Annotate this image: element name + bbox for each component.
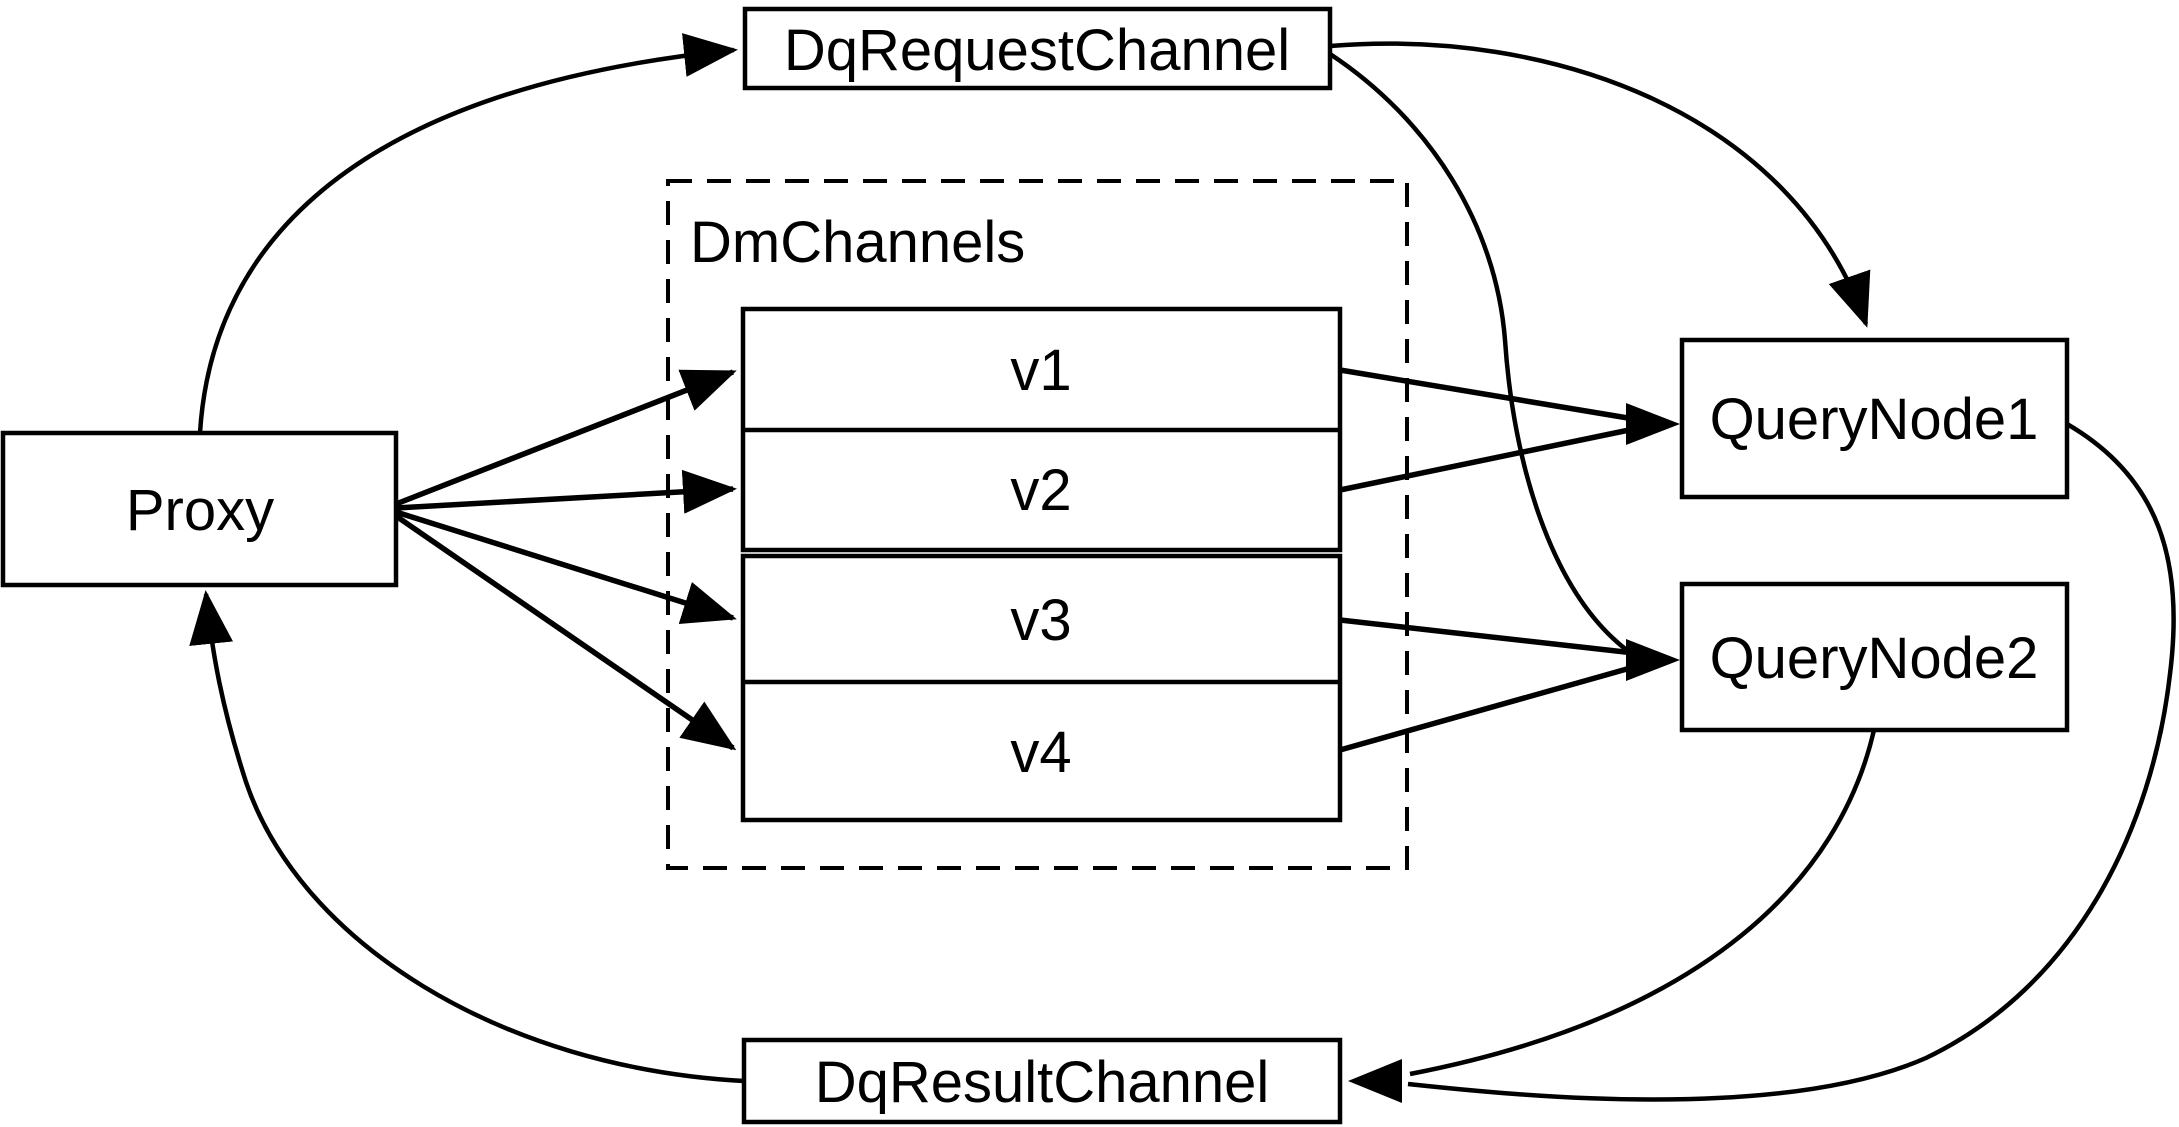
edge-v2-to-query-node1 [1339,426,1635,493]
group-dm-channels: DmChannels [666,179,1409,870]
channel-v2-label: v2 [1010,458,1071,523]
query-node2-label: QueryNode2 [1710,626,2039,691]
node-query-node2: QueryNode2 [1679,581,2070,733]
edge-query-node2-to-dq-result-channel [1409,729,1877,1077]
dq-result-channel-label: DqResultChannel [815,1050,1270,1115]
edge-v3-to-query-node2 [1339,617,1635,656]
query-node1-label: QueryNode1 [1710,387,2039,452]
arrowhead-dq-result-channel [1348,1059,1402,1103]
channel-v4-label: v4 [1010,720,1071,785]
channel-v1-label: v1 [1010,338,1071,403]
edge-query-node1-to-dq-result-channel [1407,422,2176,1102]
arrowhead-query-node1 [1626,403,1680,445]
dm-channels-dashed-box [666,179,1409,870]
dq-result-channel-box [741,1037,1343,1125]
node-channel-group-a: v1 v2 [740,306,1343,553]
edge-v4-to-query-node2 [1339,664,1635,753]
node-query-node1: QueryNode1 [1679,337,2070,500]
edge-proxy-to-v4 [394,513,737,751]
node-proxy: Proxy [0,430,399,588]
channel-v3-label: v3 [1010,588,1071,653]
proxy-label: Proxy [126,478,274,543]
node-dq-request-channel: DqRequestChannel [742,6,1333,91]
edge-v1-to-query-node1 [1339,367,1635,422]
query-node2-box [1679,581,2070,733]
edge-proxy-to-dq-request-channel [197,33,738,434]
dm-channels-label: DmChannels [690,210,1025,275]
channel-box-v3-v4 [740,553,1343,823]
arrowhead-query-node2 [1626,639,1680,681]
node-dq-result-channel: DqResultChannel [741,1037,1343,1125]
edge-dq-request-channel-to-query-node1 [1329,41,1871,328]
edge-dq-result-channel-to-proxy [189,590,745,1084]
proxy-box [0,430,399,588]
edge-dq-request-channel-to-query-node2 [1328,52,1630,653]
edge-proxy-to-v1 [394,369,737,507]
edge-proxy-to-v2 [395,469,737,514]
edge-proxy-to-v3 [395,509,737,624]
dq-request-channel-label: DqRequestChannel [784,18,1290,83]
query-node1-box [1679,337,2070,500]
dq-request-channel-box [742,6,1333,91]
node-channel-group-b: v3 v4 [740,553,1343,823]
